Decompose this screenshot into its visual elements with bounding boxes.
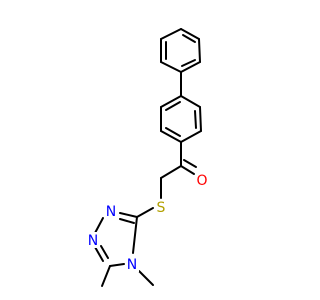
bond bbox=[160, 165, 182, 179]
nitrogen-symbol: N bbox=[127, 257, 137, 273]
nitrogen-symbol: N bbox=[88, 233, 98, 249]
atom-label-n2: N bbox=[86, 232, 100, 249]
bond bbox=[165, 127, 181, 137]
bond bbox=[160, 28, 182, 40]
bond bbox=[160, 130, 182, 143]
bond bbox=[160, 61, 182, 73]
bond bbox=[109, 263, 125, 267]
bond bbox=[194, 110, 197, 129]
methyl-bond bbox=[138, 270, 154, 286]
carbonyl-bond bbox=[180, 165, 195, 175]
bond bbox=[182, 34, 196, 43]
bond bbox=[119, 218, 135, 224]
bond bbox=[136, 207, 154, 218]
bond bbox=[199, 106, 202, 132]
triazole-ring bbox=[94, 212, 138, 267]
bond bbox=[180, 130, 202, 143]
nitrogen-symbol: N bbox=[106, 204, 116, 220]
structure-canvas: O S N N N bbox=[86, 28, 209, 287]
bond bbox=[94, 246, 104, 262]
atom-label-n3: N bbox=[125, 256, 139, 273]
bond bbox=[160, 95, 182, 108]
atom-label-oxygen: O bbox=[195, 172, 209, 189]
bond bbox=[94, 217, 104, 234]
bond bbox=[165, 101, 181, 111]
atom-label-sulfur: S bbox=[154, 199, 168, 216]
atom-label-n1: N bbox=[104, 203, 118, 220]
bond bbox=[180, 95, 201, 108]
molecule-structure: O S N N N bbox=[86, 28, 209, 287]
bond bbox=[180, 61, 201, 73]
bond bbox=[198, 38, 201, 63]
phenyl-ring-top bbox=[160, 28, 201, 73]
carbonyl-bond bbox=[183, 159, 197, 168]
bond bbox=[181, 59, 196, 67]
sulfur-symbol: S bbox=[157, 200, 166, 216]
bond bbox=[180, 28, 200, 40]
methyl-bond bbox=[101, 265, 111, 287]
bond bbox=[100, 245, 109, 259]
oxygen-symbol: O bbox=[196, 173, 207, 189]
phenylene-ring bbox=[160, 95, 202, 143]
bond bbox=[132, 216, 138, 254]
bond bbox=[119, 212, 138, 218]
